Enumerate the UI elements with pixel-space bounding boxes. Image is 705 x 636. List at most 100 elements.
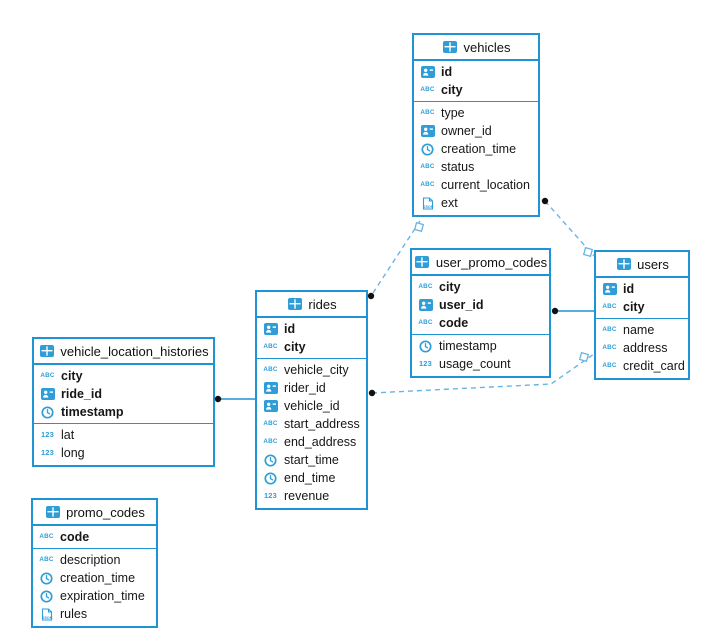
column-vehicle_city: ABC vehicle_city — [257, 361, 366, 379]
abc-icon: ABC — [263, 437, 278, 445]
abc-icon: ABC — [263, 342, 278, 350]
column-label: id — [441, 65, 453, 79]
many-marker-diamond — [582, 246, 594, 258]
column-credit_card: ABC credit_card — [596, 357, 688, 375]
column-label: end_time — [284, 471, 336, 485]
table-header: vehicle_location_histories — [34, 339, 213, 365]
column-timestamp: timestamp — [412, 337, 549, 355]
table-title: rides — [308, 296, 337, 312]
abc-icon: ABC — [39, 555, 54, 563]
abc-icon: ABC — [602, 343, 617, 351]
column-ride_id: ride_id — [34, 385, 213, 403]
number-icon: 123 — [40, 448, 55, 458]
column-label: name — [623, 323, 655, 337]
column-timestamp: timestamp — [34, 403, 213, 421]
column-label: rules — [60, 607, 88, 621]
id-badge-icon — [419, 66, 436, 78]
column-rider_id: rider_id — [257, 379, 366, 397]
column-expiration_time: expiration_time — [33, 587, 156, 605]
id-badge-icon — [262, 400, 279, 412]
abc-icon: ABC — [602, 302, 617, 310]
id-badge-icon — [417, 299, 434, 311]
table-header: rides — [257, 292, 366, 318]
table-header: users — [596, 252, 688, 278]
svg-text:JSON: JSON — [423, 205, 433, 209]
columns-section: timestamp 123 usage_count — [412, 335, 549, 376]
column-vehicle_id: vehicle_id — [257, 397, 366, 415]
number-icon: 123 — [418, 359, 433, 369]
column-label: current_location — [441, 178, 530, 192]
table-title: user_promo_codes — [435, 254, 548, 270]
column-label: usage_count — [439, 357, 511, 371]
column-creation_time: creation_time — [414, 140, 538, 158]
column-name: ABC name — [596, 321, 688, 339]
column-id: id — [257, 320, 366, 338]
relationship-vehicle-location-histories-rides — [214, 395, 255, 403]
abc-icon: ABC — [263, 419, 278, 427]
table-icon — [615, 258, 632, 270]
column-creation_time: creation_time — [33, 569, 156, 587]
json-icon: JSON — [38, 607, 55, 621]
column-label: timestamp — [61, 405, 124, 419]
id-badge-icon — [262, 323, 279, 335]
abc-icon: ABC — [602, 325, 617, 333]
column-start_time: start_time — [257, 451, 366, 469]
column-label: city — [441, 83, 463, 97]
abc-icon: ABC — [602, 361, 617, 369]
clock-icon — [38, 589, 55, 603]
table-title: vehicle_location_histories — [60, 343, 209, 359]
abc-icon: ABC — [420, 85, 435, 93]
abc-icon: ABC — [420, 180, 435, 188]
column-label: code — [60, 530, 90, 544]
column-label: vehicle_city — [284, 363, 349, 377]
number-icon: 123 — [263, 491, 278, 501]
abc-icon: ABC — [263, 365, 278, 373]
column-label: code — [439, 316, 469, 330]
table-header: promo_codes — [33, 500, 156, 526]
table-icon — [414, 256, 431, 268]
clock-icon — [262, 453, 279, 467]
column-city: ABC city — [414, 81, 538, 99]
column-id: id — [414, 63, 538, 81]
column-label: owner_id — [441, 124, 492, 138]
one-marker-dot — [541, 197, 549, 205]
table-title: vehicles — [463, 39, 511, 55]
clock-icon — [39, 405, 56, 419]
column-label: credit_card — [623, 359, 685, 373]
abc-icon: ABC — [420, 162, 435, 170]
column-label: type — [441, 106, 465, 120]
one-marker-dot — [214, 395, 222, 403]
column-end_time: end_time — [257, 469, 366, 487]
one-marker-dot — [368, 389, 376, 397]
json-icon: JSON — [419, 196, 436, 210]
column-label: id — [284, 322, 296, 336]
id-badge-icon — [419, 125, 436, 137]
column-label: lat — [61, 428, 75, 442]
table-title: users — [637, 256, 669, 272]
relationship-user-promo-codes-users — [551, 307, 594, 315]
